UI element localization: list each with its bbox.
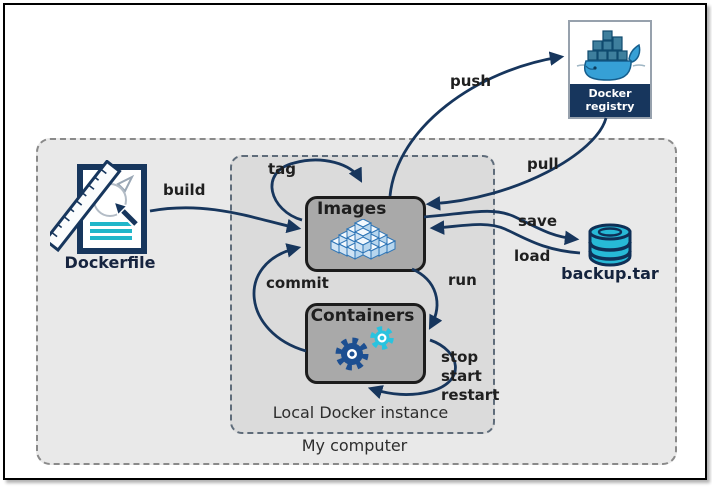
containers-title: Containers xyxy=(310,306,415,326)
push-label: push xyxy=(450,72,492,90)
gears-icon xyxy=(335,326,394,371)
pull-label: pull xyxy=(527,155,559,173)
my-computer-label: My computer xyxy=(301,436,408,455)
images-title: Images xyxy=(317,199,387,219)
gear-cyan-icon xyxy=(370,326,394,350)
database-cylinder-icon xyxy=(588,223,632,267)
docker-registry-node: Docker registry xyxy=(568,20,652,119)
restart-label: restart xyxy=(441,386,500,404)
cubes-icon xyxy=(330,219,396,260)
backup-tar-label: backup.tar xyxy=(561,264,659,283)
save-label: save xyxy=(518,212,558,230)
build-label: build xyxy=(163,181,206,199)
dockerfile-document-icon xyxy=(50,160,147,254)
ruler-icon xyxy=(50,160,122,253)
gear-blue-icon xyxy=(335,337,369,371)
dockerfile-label: Dockerfile xyxy=(64,253,156,272)
stop-label: stop xyxy=(441,348,479,366)
run-label: run xyxy=(448,271,477,289)
local-docker-instance-label: Local Docker instance xyxy=(272,403,449,422)
load-label: load xyxy=(514,247,551,265)
tag-label: tag xyxy=(268,160,297,178)
commit-label: commit xyxy=(266,274,329,292)
docker-registry-label: Docker registry xyxy=(570,83,650,117)
start-label: start xyxy=(441,367,482,385)
docker-whale-icon xyxy=(570,22,650,84)
stop-start-restart-label: stop start restart xyxy=(441,348,499,405)
